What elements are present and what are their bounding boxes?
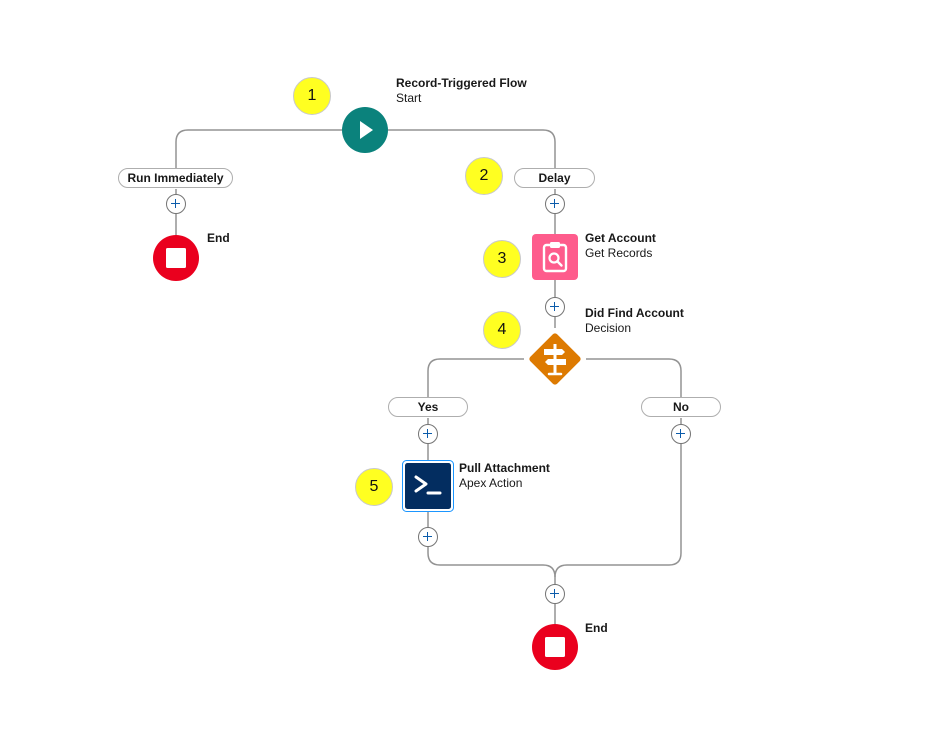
connector-start-left	[175, 129, 342, 168]
add-element-button[interactable]	[671, 424, 691, 444]
end-left-title: End	[207, 231, 230, 245]
record-lookup-icon	[532, 234, 578, 280]
start-node[interactable]	[342, 107, 388, 153]
decision-node[interactable]	[524, 328, 586, 390]
signpost-icon	[529, 333, 581, 385]
start-subtitle: Start	[396, 91, 422, 105]
connector-no-merge	[554, 444, 682, 578]
decision-subtitle: Decision	[585, 321, 632, 335]
path-no[interactable]: No	[641, 397, 721, 417]
path-yes[interactable]: Yes	[388, 397, 468, 417]
end-node-bottom[interactable]	[532, 624, 578, 670]
get-account-label: Get Account Get Records	[585, 231, 656, 261]
add-element-button[interactable]	[545, 194, 565, 214]
step-badge-4: 4	[483, 311, 521, 349]
end-left-label: End	[207, 231, 230, 246]
play-icon	[342, 107, 388, 153]
start-title: Record-Triggered Flow	[396, 76, 527, 90]
stop-icon	[532, 624, 578, 670]
path-delay[interactable]: Delay	[514, 168, 595, 188]
connector-start-right	[388, 129, 556, 168]
step-badge-3: 3	[483, 240, 521, 278]
apex-action-node[interactable]	[402, 460, 454, 512]
add-element-button[interactable]	[166, 194, 186, 214]
add-element-button[interactable]	[418, 527, 438, 547]
path-run-immediately[interactable]: Run Immediately	[118, 168, 233, 188]
step-badge-2: 2	[465, 157, 503, 195]
apex-title: Pull Attachment	[459, 461, 550, 475]
decision-title: Did Find Account	[585, 306, 684, 320]
add-element-button[interactable]	[545, 584, 565, 604]
end-bottom-label: End	[585, 621, 608, 636]
step-badge-5: 5	[355, 468, 393, 506]
terminal-icon	[402, 460, 454, 512]
connector-yes-merge	[427, 547, 556, 584]
get-account-title: Get Account	[585, 231, 656, 245]
add-element-button[interactable]	[545, 297, 565, 317]
step-badge-1: 1	[293, 77, 331, 115]
end-bottom-title: End	[585, 621, 608, 635]
stop-icon	[153, 235, 199, 281]
decision-label: Did Find Account Decision	[585, 306, 684, 336]
end-node-left[interactable]	[153, 235, 199, 281]
add-element-button[interactable]	[418, 424, 438, 444]
apex-subtitle: Apex Action	[459, 476, 523, 490]
start-label: Record-Triggered Flow Start	[396, 76, 527, 106]
connector-decision-left	[427, 358, 524, 397]
connector-decision-right	[586, 358, 682, 397]
get-account-subtitle: Get Records	[585, 246, 653, 260]
get-account-node[interactable]	[532, 234, 578, 280]
apex-label: Pull Attachment Apex Action	[459, 461, 550, 491]
